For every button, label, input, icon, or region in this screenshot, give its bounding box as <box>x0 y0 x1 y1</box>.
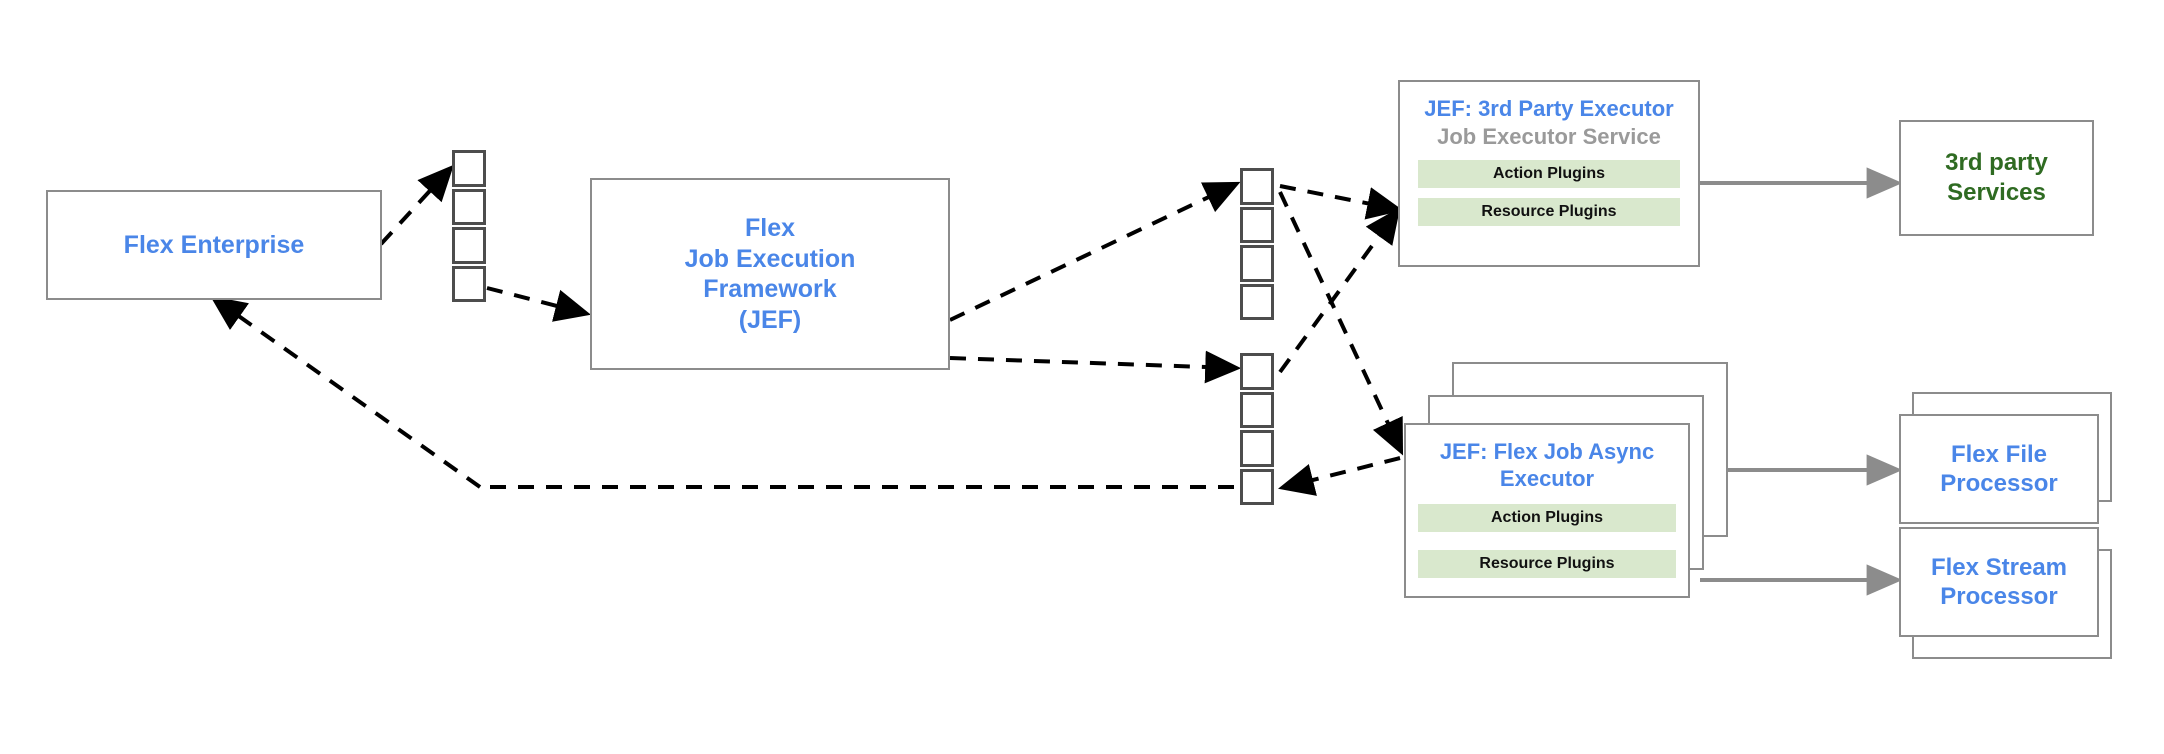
jef-line-2: Job Execution <box>684 244 856 273</box>
arrow-jef-to-queue2 <box>949 181 1241 322</box>
queue-cell <box>1240 391 1274 428</box>
third-party-services-line-2: Services <box>1947 179 2046 206</box>
queue-cell <box>1240 430 1274 467</box>
third-party-resource-plugins[interactable]: Resource Plugins <box>1418 197 1680 226</box>
node-jef[interactable]: Flex Job Execution Framework (JEF) <box>590 178 950 370</box>
queue-cell <box>1240 283 1274 320</box>
queue-cell <box>1240 206 1274 243</box>
node-third-party-executor[interactable]: JEF: 3rd Party Executor Job Executor Ser… <box>1398 80 1700 267</box>
async-executor-title: JEF: Flex Job Async Executor <box>1440 439 1654 493</box>
arrow-jef-to-queue3 <box>949 350 1242 384</box>
queue-cell <box>452 188 486 225</box>
queue-jef-async[interactable] <box>1240 353 1274 505</box>
flex-stream-processor-line-1: Flex Stream <box>1930 553 2068 581</box>
async-executor-title-line-2: Executor <box>1499 465 1595 491</box>
node-flex-stream-processor[interactable]: Flex Stream Processor <box>1899 527 2099 637</box>
arrow-queue2-to-third-party-executor <box>1279 184 1404 220</box>
queue-jef-third-party[interactable] <box>1240 168 1274 320</box>
third-party-services-label: 3rd party Services <box>1945 148 2048 208</box>
flex-file-processor-line-1: Flex File <box>1950 440 2048 468</box>
async-executor-title-line-1: JEF: Flex Job Async <box>1439 439 1655 464</box>
queue-cell <box>1240 468 1274 505</box>
jef-line-3: Framework <box>703 275 837 303</box>
flex-enterprise-label: Flex Enterprise <box>123 230 305 259</box>
arrow-queue1-to-jef <box>486 286 591 322</box>
flex-stream-processor-label: Flex Stream Processor <box>1931 553 2067 612</box>
node-third-party-services[interactable]: 3rd party Services <box>1899 120 2094 236</box>
node-flex-enterprise[interactable]: Flex Enterprise <box>46 190 382 300</box>
flex-stream-processor-line-2: Processor <box>1940 583 2058 610</box>
flex-file-processor-line-2: Processor <box>1940 470 2058 497</box>
queue-cell <box>1240 168 1274 205</box>
solid-connectors <box>1700 167 1903 596</box>
third-party-action-plugins[interactable]: Action Plugins <box>1418 159 1680 188</box>
arrow-queue3-to-third-party-executor <box>1278 207 1401 374</box>
jef-line-1: Flex <box>744 214 796 242</box>
queue-cell <box>452 150 486 187</box>
third-party-services-line-1: 3rd party <box>1945 149 2048 176</box>
queue-cell <box>1240 245 1274 282</box>
arrow-enterprise-to-queue1 <box>379 164 454 246</box>
node-flex-job-async-executor[interactable]: JEF: Flex Job Async Executor Action Plug… <box>1404 423 1690 598</box>
queue-enterprise-jef[interactable] <box>452 150 486 302</box>
third-party-executor-title: JEF: 3rd Party Executor <box>1424 96 1674 121</box>
arrow-return-to-enterprise <box>210 295 482 489</box>
dashed-connectors <box>210 164 1404 496</box>
queue-cell <box>1240 353 1274 390</box>
arrow-async-executor-to-queue3 <box>1278 456 1401 496</box>
queue-cell <box>452 265 486 302</box>
node-flex-file-processor[interactable]: Flex File Processor <box>1899 414 2099 524</box>
async-resource-plugins[interactable]: Resource Plugins <box>1418 549 1676 578</box>
arrow-queue2-to-async-executor <box>1278 191 1404 456</box>
jef-label: Flex Job Execution Framework (JEF) <box>685 213 856 335</box>
jef-line-4: (JEF) <box>738 305 802 334</box>
async-action-plugins[interactable]: Action Plugins <box>1418 503 1676 532</box>
queue-cell <box>452 227 486 264</box>
flex-file-processor-label: Flex File Processor <box>1940 440 2057 499</box>
third-party-executor-subtitle: Job Executor Service <box>1437 123 1661 149</box>
